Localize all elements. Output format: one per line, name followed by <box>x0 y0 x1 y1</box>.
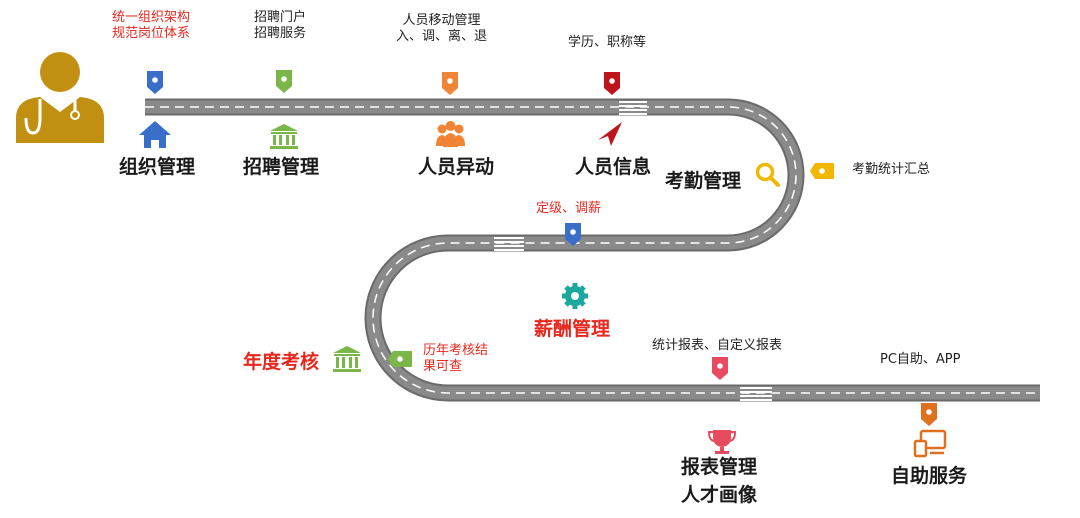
crosswalk <box>494 237 524 251</box>
stop-title-org: 组织管理 <box>119 156 196 178</box>
note-line: 入、调、离、退 <box>396 29 488 45</box>
note-line: 人员移动管理 <box>402 13 481 28</box>
map-pin-icon <box>921 403 937 426</box>
attend-note: 考勤统计汇总 <box>852 162 930 178</box>
info-note: 学历、职称等 <box>568 35 646 51</box>
tag-icon <box>388 351 412 367</box>
org-note: 统一组织架构 规范岗位体系 <box>112 10 190 43</box>
note-line: 统计报表、自定义报表 <box>652 338 783 353</box>
map-pin-icon <box>604 72 620 95</box>
note-line: 定级、调薪 <box>536 201 602 216</box>
stop-title-annual: 年度考核 <box>243 351 320 373</box>
note-line: 果可查 <box>423 359 463 375</box>
map-pin-icon <box>147 71 163 94</box>
map-pin-icon <box>712 357 728 380</box>
crosswalk <box>740 387 772 401</box>
note-line: 招聘门户 <box>254 10 307 25</box>
stop-title-talent: 人才画像 <box>681 484 758 506</box>
stop-title-recruit: 招聘管理 <box>243 156 320 178</box>
devices-icon <box>913 429 947 458</box>
map-pin-icon <box>276 70 292 93</box>
annual-note: 历年考核结 果可查 <box>423 343 488 376</box>
stop-title-report: 报表管理 <box>681 456 758 478</box>
stop-title-attend: 考勤管理 <box>665 170 742 192</box>
map-pin-icon <box>442 72 458 95</box>
salary-note: 定级、调薪 <box>536 201 601 217</box>
transfer-note: 人员移动管理 入、调、离、退 <box>396 13 487 46</box>
stop-title-info: 人员信息 <box>575 156 652 178</box>
note-line: 规范岗位体系 <box>112 26 191 42</box>
people-icon <box>436 121 465 147</box>
paper-plane-icon <box>598 122 622 146</box>
road-center-line <box>145 106 1040 394</box>
self-note: PC自助、APP <box>880 352 961 368</box>
house-icon <box>139 121 171 148</box>
bank-icon <box>333 346 361 372</box>
search-icon <box>755 162 780 187</box>
note-line: 历年考核结 <box>423 343 489 358</box>
gear-icon <box>562 283 588 309</box>
crosswalk <box>619 101 647 115</box>
note-line: PC自助、APP <box>880 352 961 367</box>
stop-title-transfer: 人员异动 <box>418 156 495 178</box>
note-line: 统一组织架构 <box>112 10 191 25</box>
note-line: 学历、职称等 <box>568 35 647 50</box>
trophy-icon <box>707 430 737 454</box>
map-pin-icon <box>565 223 581 246</box>
report-note: 统计报表、自定义报表 <box>652 338 782 354</box>
note-line: 考勤统计汇总 <box>852 162 931 177</box>
doctor-avatar-icon <box>16 52 104 143</box>
note-line: 招聘服务 <box>254 26 307 42</box>
recruit-note: 招聘门户 招聘服务 <box>254 10 306 43</box>
stop-title-self: 自助服务 <box>891 465 968 487</box>
tag-icon <box>810 163 834 179</box>
bank-icon <box>270 124 298 149</box>
stop-title-salary: 薪酬管理 <box>534 318 611 340</box>
